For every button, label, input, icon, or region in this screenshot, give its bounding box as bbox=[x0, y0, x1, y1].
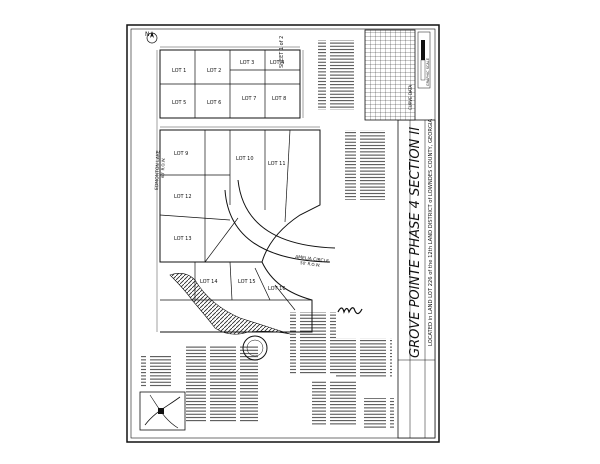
notes-block-center bbox=[186, 345, 258, 423]
plat-location: LOCATED in LAND LOT 226 of the 12th LAND… bbox=[428, 119, 434, 346]
lot-label: LOT 2 bbox=[207, 68, 221, 74]
dimension-marks bbox=[156, 46, 320, 332]
amelia-circle-label: AMELIA CIRCLE bbox=[295, 254, 330, 265]
notes-block-left bbox=[141, 355, 171, 387]
vicinity-map bbox=[139, 391, 186, 431]
lot-label: LOT 16 bbox=[268, 286, 286, 292]
lake-road-label: EDMONTON LAKE bbox=[154, 150, 161, 190]
lake-road-row: 60' R.O.W. bbox=[160, 157, 166, 178]
amelia-circle-row: 50' R.O.W. bbox=[300, 260, 321, 268]
notes-block-center-right bbox=[290, 312, 336, 374]
notes-block-right-middle bbox=[345, 130, 385, 200]
title-block: GROVE POINTE PHASE 4 SECTION II LOCATED … bbox=[397, 119, 436, 439]
notes-block-bottom bbox=[312, 380, 360, 426]
surveyor-seal bbox=[242, 335, 268, 361]
north-arrow-label: N bbox=[145, 31, 150, 38]
lot-label: LOT 5 bbox=[172, 100, 186, 106]
lot-lines-top bbox=[160, 50, 300, 118]
plat-title: GROVE POINTE PHASE 4 SECTION II bbox=[408, 127, 423, 358]
road-amelia-circle: AMELIA CIRCLE 50' R.O.W. bbox=[224, 179, 336, 268]
notes-block-certification bbox=[336, 338, 392, 378]
lot-lines-middle bbox=[159, 129, 291, 263]
sheet-indicator: SHEET 1 of 2 bbox=[279, 36, 285, 68]
lot-label: LOT 6 bbox=[207, 100, 221, 106]
lot-label: LOT 15 bbox=[238, 279, 256, 285]
sheet-label: SHEET 1 of 2 bbox=[279, 36, 285, 68]
lot-label: LOT 4 bbox=[270, 60, 284, 66]
north-arrow-icon: N bbox=[145, 31, 158, 44]
signature-mark bbox=[337, 307, 363, 315]
lot-label: LOT 14 bbox=[200, 279, 218, 285]
lot-label: LOT 1 bbox=[172, 68, 186, 74]
lot-label: LOT 11 bbox=[268, 161, 286, 167]
lot-label: LOT 12 bbox=[174, 194, 192, 200]
lot-label: LOT 13 bbox=[174, 236, 192, 242]
lot-label: LOT 3 bbox=[240, 60, 254, 66]
curve-data-table: CURVE DATA bbox=[364, 29, 416, 121]
lot-lines-bottom bbox=[160, 261, 312, 311]
notes-block-right-upper bbox=[318, 40, 354, 110]
notes-block-surveyor bbox=[364, 398, 394, 428]
lot-labels: LOT 1 LOT 2 LOT 3 LOT 4 LOT 5 LOT 6 LOT … bbox=[172, 60, 286, 292]
lot-label: LOT 8 bbox=[272, 96, 286, 102]
lot-label: LOT 7 bbox=[242, 96, 256, 102]
curve-table-title: CURVE DATA bbox=[408, 85, 413, 110]
lot-label: LOT 10 bbox=[236, 156, 254, 162]
lot-label: LOT 9 bbox=[174, 151, 188, 157]
graphic-scale: GRAPHIC SCALE bbox=[417, 31, 431, 89]
scale-label: GRAPHIC SCALE bbox=[426, 58, 430, 86]
lake-hatch-area bbox=[169, 273, 291, 335]
